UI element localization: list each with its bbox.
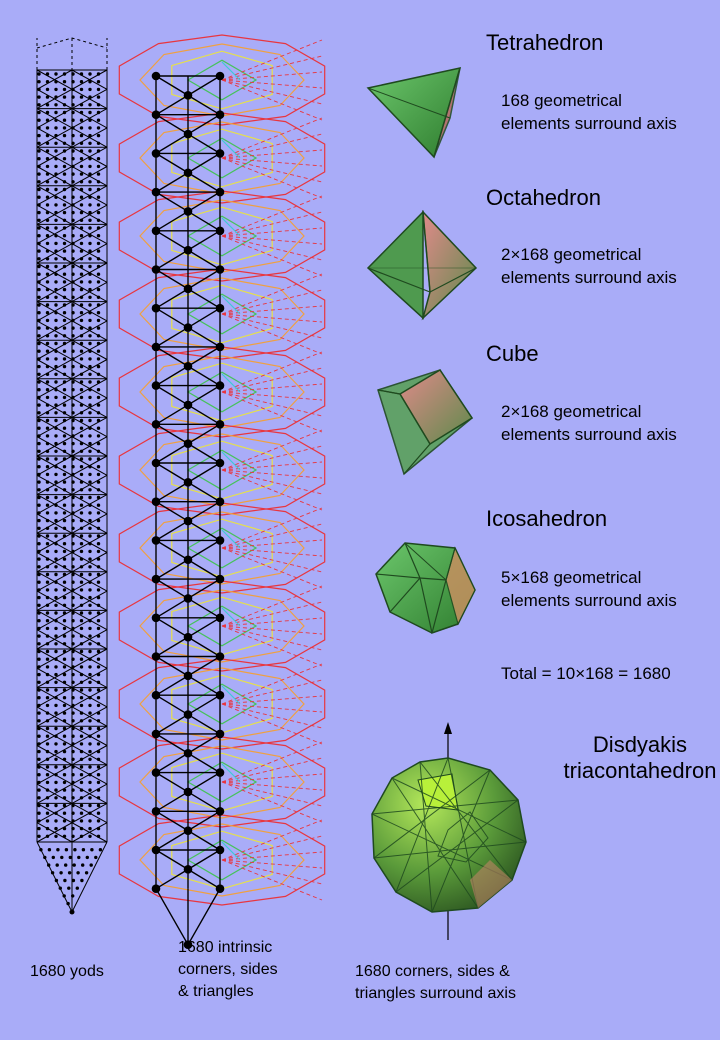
surround-caption-line2: triangles surround axis (355, 983, 516, 1005)
icosahedron-title: Icosahedron (486, 506, 607, 532)
octahedron-desc-line2: elements surround axis (501, 266, 677, 289)
icosahedron-desc-line1: 5×168 geometrical (501, 566, 677, 589)
axis-arrowhead (444, 722, 452, 734)
tetrahedron-title: Tetrahedron (486, 30, 603, 56)
cube-desc-line2: elements surround axis (501, 423, 677, 446)
yod-tetractys-column (37, 38, 107, 915)
total-label: Total = 10×168 = 1680 (501, 662, 671, 685)
intrinsic-lattice-column (152, 72, 225, 949)
octahedron-title: Octahedron (486, 185, 601, 211)
yods-caption: 1680 yods (30, 961, 104, 983)
tetrahedron-desc-line1: 168 geometrical (501, 89, 677, 112)
intrinsic-caption-line2: corners, sides (178, 959, 278, 981)
surround-caption-line1: 1680 corners, sides & (355, 961, 516, 983)
intrinsic-caption: 1680 intrinsic corners, sides & triangle… (178, 937, 278, 1003)
cube-title: Cube (486, 341, 539, 367)
disdyakis-triacontahedron-figure (372, 722, 526, 940)
icosahedron-figure (376, 543, 475, 633)
octahedron-figure (368, 212, 476, 318)
cube-description: 2×168 geometrical elements surround axis (501, 400, 677, 446)
surround-caption: 1680 corners, sides & triangles surround… (355, 961, 516, 1005)
tetrahedron-figure (368, 68, 460, 157)
intrinsic-caption-line3: & triangles (178, 981, 278, 1003)
icosahedron-desc-line2: elements surround axis (501, 589, 677, 612)
disdyakis-title-line2: triacontahedron (560, 758, 720, 784)
tetrahedron-description: 168 geometrical elements surround axis (501, 89, 677, 135)
cube-figure (378, 370, 472, 474)
disdyakis-title-line1: Disdyakis (560, 732, 720, 758)
octahedron-desc-line1: 2×168 geometrical (501, 243, 677, 266)
intrinsic-caption-line1: 1680 intrinsic (178, 937, 278, 959)
tetrahedron-desc-line2: elements surround axis (501, 112, 677, 135)
octahedron-description: 2×168 geometrical elements surround axis (501, 243, 677, 289)
cube-desc-line1: 2×168 geometrical (501, 400, 677, 423)
icosahedron-description: 5×168 geometrical elements surround axis (501, 566, 677, 612)
disdyakis-title: Disdyakis triacontahedron (560, 732, 720, 784)
